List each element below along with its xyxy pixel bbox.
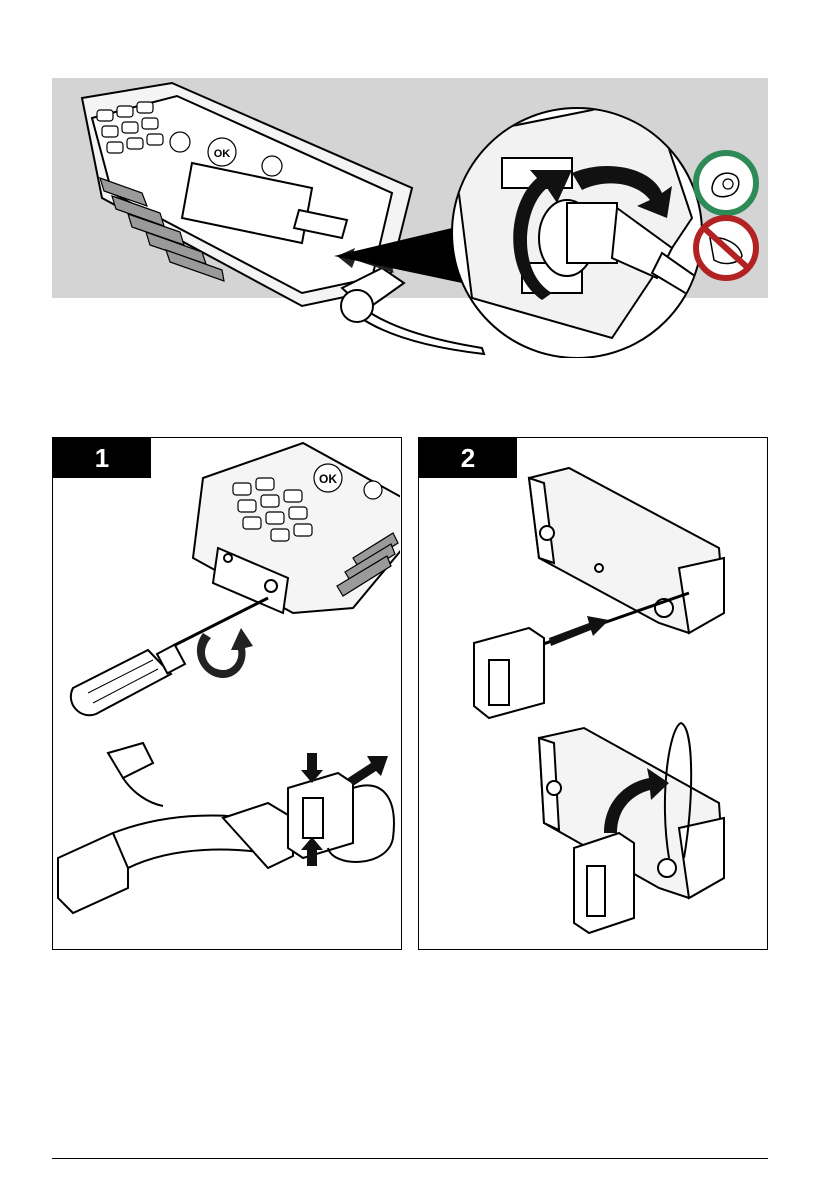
meter-connection-illustration: OK [52,78,768,358]
step-1-ok-label: OK [319,472,337,486]
holder-upper [529,468,724,633]
rotate-arrow [197,628,253,678]
step-2-illustration [419,438,766,948]
pull-arrow [348,756,388,786]
holder-lower [539,728,724,933]
allowed-hand-icon [696,153,756,213]
top-figure: OK [52,78,768,358]
not-allowed-hand-icon [696,218,756,278]
insert-arrow [549,616,609,646]
step-2-panel: 2 [418,437,768,950]
meter-bottom [193,443,400,613]
strap-buckle [58,743,293,913]
clip-part [474,628,544,718]
footer-rule [52,1158,768,1159]
step-1-illustration: OK [53,438,400,948]
meter-ok-label: OK [214,148,231,160]
step-1-panel: 1 [52,437,402,950]
